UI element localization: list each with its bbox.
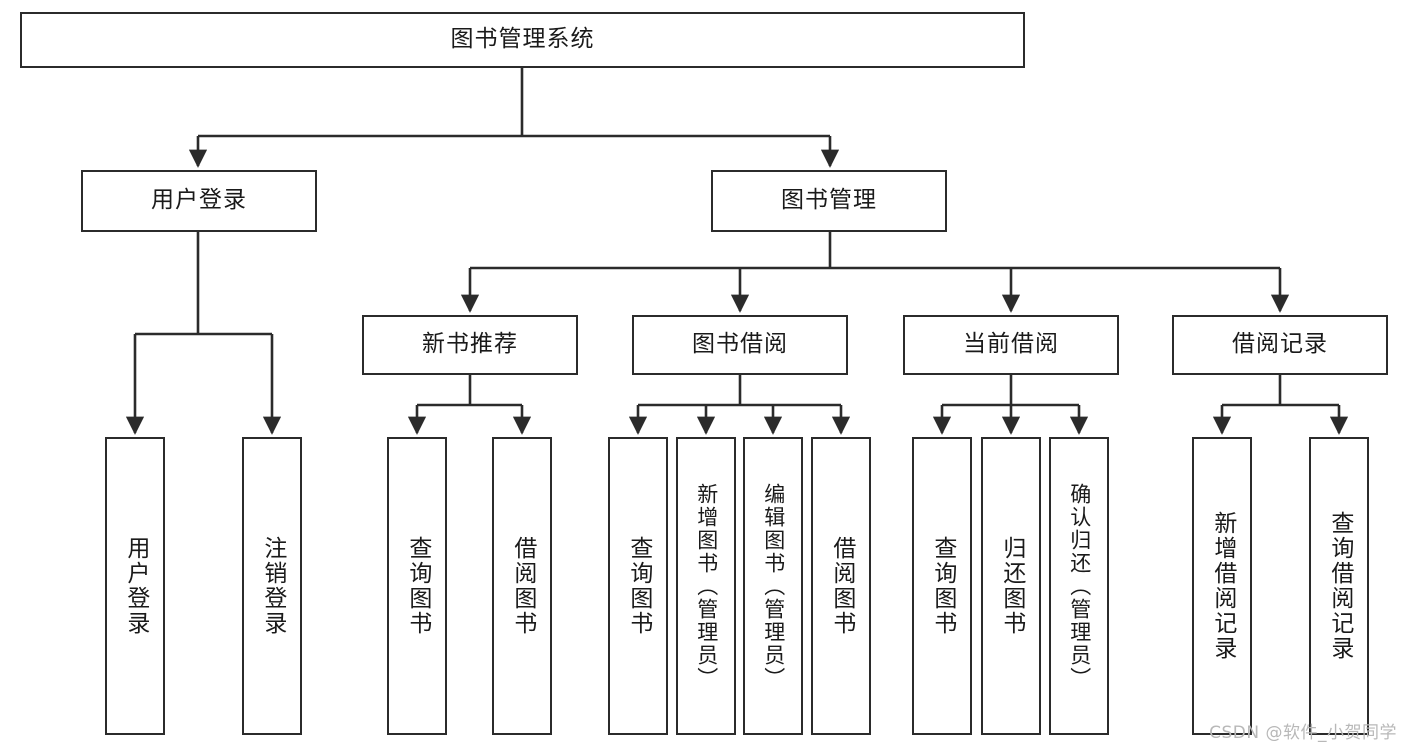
node-label: 编辑图书（管理员） bbox=[761, 482, 786, 690]
node-label: 新书推荐 bbox=[422, 331, 518, 358]
node-label: 新增借阅记录 bbox=[1209, 511, 1236, 661]
node-label: 图书借阅 bbox=[692, 331, 788, 358]
node-label: 图书管理 bbox=[781, 187, 877, 214]
node-label: 查询图书 bbox=[929, 536, 956, 636]
leaf-current-return-book[interactable]: 归还图书 bbox=[981, 437, 1041, 735]
node-root-system[interactable]: 图书管理系统 bbox=[20, 12, 1025, 68]
node-label: 查询图书 bbox=[404, 536, 431, 636]
leaf-borrow-add-book-admin[interactable]: 新增图书（管理员） bbox=[676, 437, 736, 735]
leaf-recommend-borrow-book[interactable]: 借阅图书 bbox=[492, 437, 552, 735]
leaf-user-login-logout[interactable]: 注销登录 bbox=[242, 437, 302, 735]
node-book-borrow[interactable]: 图书借阅 bbox=[632, 315, 848, 375]
leaf-record-add-record[interactable]: 新增借阅记录 bbox=[1192, 437, 1252, 735]
node-new-book-recommend[interactable]: 新书推荐 bbox=[362, 315, 578, 375]
leaf-borrow-borrow-book[interactable]: 借阅图书 bbox=[811, 437, 871, 735]
node-label: 确认归还（管理员） bbox=[1067, 482, 1092, 690]
node-label: 归还图书 bbox=[998, 536, 1025, 636]
node-user-login[interactable]: 用户登录 bbox=[81, 170, 317, 232]
leaf-current-confirm-return-admin[interactable]: 确认归还（管理员） bbox=[1049, 437, 1109, 735]
node-label: 查询借阅记录 bbox=[1326, 511, 1353, 661]
node-label: 用户登录 bbox=[122, 536, 149, 636]
node-borrow-record[interactable]: 借阅记录 bbox=[1172, 315, 1388, 375]
node-label: 借阅图书 bbox=[828, 536, 855, 636]
node-label: 借阅记录 bbox=[1232, 331, 1328, 358]
leaf-borrow-query-book[interactable]: 查询图书 bbox=[608, 437, 668, 735]
leaf-borrow-edit-book-admin[interactable]: 编辑图书（管理员） bbox=[743, 437, 803, 735]
node-label: 借阅图书 bbox=[509, 536, 536, 636]
leaf-record-query-record[interactable]: 查询借阅记录 bbox=[1309, 437, 1369, 735]
leaf-user-login-login[interactable]: 用户登录 bbox=[105, 437, 165, 735]
leaf-recommend-query-book[interactable]: 查询图书 bbox=[387, 437, 447, 735]
csdn-watermark: CSDN @软件_小贺同学 bbox=[1209, 723, 1397, 743]
leaf-current-query-book[interactable]: 查询图书 bbox=[912, 437, 972, 735]
node-label: 当前借阅 bbox=[963, 331, 1059, 358]
node-label: 图书管理系统 bbox=[450, 26, 595, 53]
node-book-management[interactable]: 图书管理 bbox=[711, 170, 947, 232]
node-current-borrow[interactable]: 当前借阅 bbox=[903, 315, 1119, 375]
node-label: 新增图书（管理员） bbox=[694, 482, 719, 690]
node-label: 查询图书 bbox=[625, 536, 652, 636]
node-label: 用户登录 bbox=[151, 187, 247, 214]
node-label: 注销登录 bbox=[259, 536, 286, 636]
